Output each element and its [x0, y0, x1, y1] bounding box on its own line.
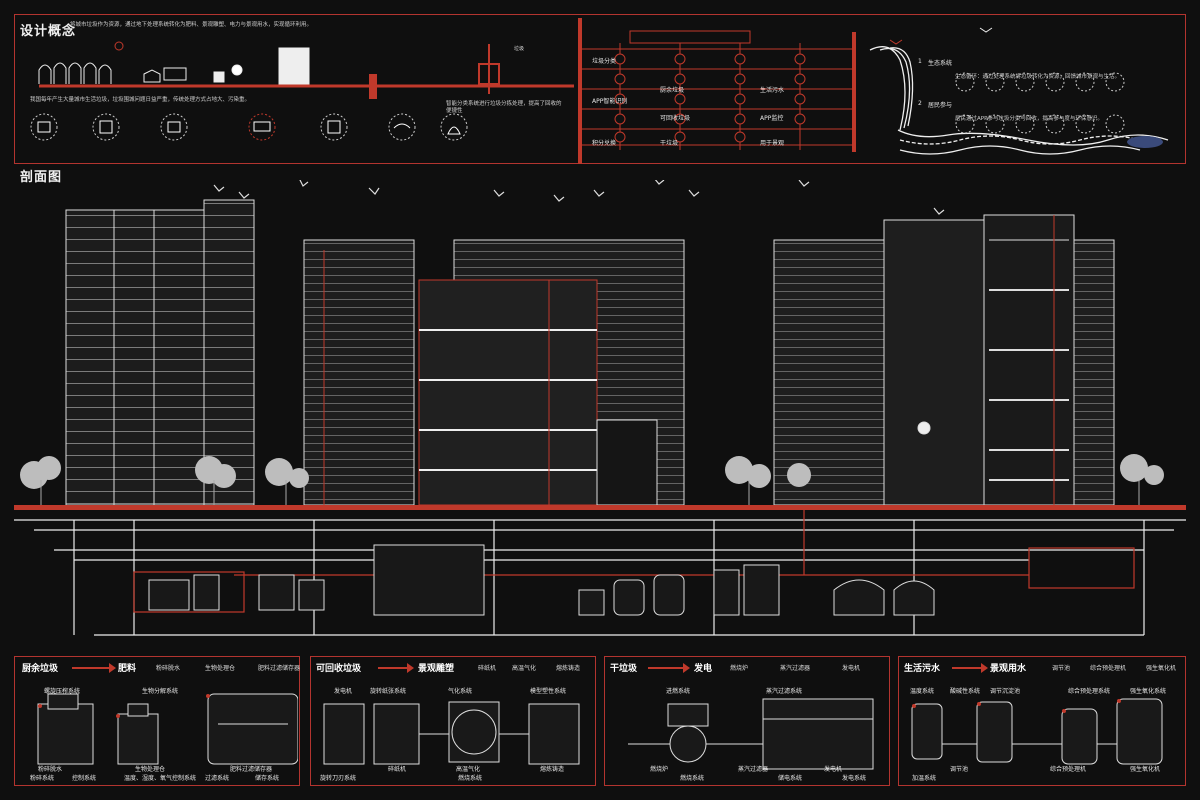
- process-3-step-2: 蒸汽过滤器: [780, 665, 811, 672]
- section-drawing: [14, 180, 1186, 636]
- process-1-arrow: [72, 663, 116, 673]
- process-3-arrow: [648, 663, 690, 673]
- process-3-label-8: 发电系统: [842, 775, 867, 782]
- process-4-label-6: 调节池: [950, 766, 969, 773]
- right-item-2-text: 居民通过APP参与垃圾分类与回收，提高参与度与环保意识。: [955, 116, 1103, 122]
- process-1-label-6: 生物处理仓: [135, 766, 166, 773]
- process-3-label-7: 储电系统: [778, 775, 803, 782]
- process-3-machines: [628, 698, 874, 770]
- process-2-arrow: [378, 663, 414, 673]
- process-1-label-2: 生物分解系统: [142, 688, 179, 695]
- process-4-step-3: 强生氧化机: [1146, 665, 1177, 672]
- process-1-to: 肥料: [118, 664, 137, 674]
- process-3-step-1: 燃烧炉: [730, 665, 749, 672]
- concept-intro-text: 将城市垃圾作为资源，通过地下处理系统转化为肥料、景观雕塑、电力与景观用水，实现循…: [70, 22, 313, 28]
- process-1-label-1: 螺旋压榨系统: [44, 688, 81, 695]
- process-1-label-9: 过滤系统: [205, 775, 230, 782]
- flow-col-2-item-3: 干垃圾: [660, 140, 679, 147]
- process-1-machines: [37, 693, 298, 765]
- process-2-machines: [323, 701, 580, 765]
- process-2-label-9: 熔炼铸造: [540, 766, 565, 773]
- section-title: 剖面图: [20, 170, 63, 185]
- process-4-label-4: 综合预处理系统: [1068, 688, 1111, 695]
- process-1-label-8: 肥料过滤储存器: [230, 766, 273, 773]
- process-2-step-3: 熔炼铸造: [556, 665, 581, 672]
- process-2-step-1: 碎纸机: [478, 665, 497, 672]
- right-item-2-num: 2: [918, 100, 922, 107]
- process-2-step-2: 高温气化: [512, 665, 537, 672]
- process-1-label-3: 粉碎脱水: [38, 766, 63, 773]
- process-2-label-5: 碎纸机: [388, 766, 407, 773]
- process-4-machines: [911, 698, 1163, 765]
- concept-illustration: [30, 41, 574, 141]
- process-2-label-7: 旋转刀刃系统: [320, 775, 357, 782]
- process-4-label-2: 酸碱性系统: [950, 688, 981, 695]
- process-2-label-2: 旋转纸张系统: [370, 688, 407, 695]
- process-2-label-6: 高温气化: [456, 766, 481, 773]
- process-panel-dry: [604, 656, 890, 786]
- process-1-label-5: 控制系统: [72, 775, 97, 782]
- process-4-label-1: 温度系统: [910, 688, 935, 695]
- process-4-step-2: 综合预处理机: [1090, 665, 1127, 672]
- right-item-1-title: 生态系统: [928, 60, 953, 67]
- process-2-label-4: 模型塑性系统: [530, 688, 567, 695]
- process-3-label-1: 进燃系统: [666, 688, 691, 695]
- concept-panel: [14, 14, 1186, 164]
- concept-center-caption-1: 垃圾: [514, 46, 525, 52]
- flow-col-3-item-1: 生活污水: [760, 87, 785, 94]
- process-4-arrow: [952, 663, 988, 673]
- flow-col-3-item-2: APP监控: [760, 115, 784, 122]
- process-1-step-1: 粉碎脱水: [156, 665, 181, 672]
- process-1-label-10: 储存系统: [255, 775, 280, 782]
- flow-col-2-item-1: 厨余垃圾: [660, 87, 685, 94]
- process-4-label-7: 综合预处理机: [1050, 766, 1087, 773]
- right-item-1-text: 生态循环：通过处理系统将垃圾转化为资源，回馈城市景观与生活。: [955, 74, 1121, 80]
- process-4-to: 景观用水: [990, 664, 1027, 674]
- process-3-label-5: 发电机: [824, 766, 843, 773]
- concept-flow-network: [580, 30, 855, 150]
- river-illustration: [869, 27, 1169, 155]
- process-3-from: 干垃圾: [610, 664, 638, 674]
- process-4-label-5: 强生氧化系统: [1130, 688, 1167, 695]
- process-3-label-2: 蒸汽过滤系统: [766, 688, 803, 695]
- process-2-label-1: 发电机: [334, 688, 353, 695]
- process-1-from: 厨余垃圾: [22, 664, 59, 674]
- concept-vertical-pipe: [578, 18, 582, 164]
- process-1-label-7: 温度、湿度、氧气控制系统: [124, 775, 197, 782]
- process-3-label-3: 燃烧炉: [650, 766, 669, 773]
- process-4-step-1: 调节池: [1052, 665, 1071, 672]
- process-4-label-8: 强生氧化机: [1130, 766, 1161, 773]
- process-panel-recycle: [310, 656, 596, 786]
- process-3-to: 发电: [694, 664, 713, 674]
- concept-left-caption: 我国每年产生大量城市生活垃圾，垃圾围城问题日益严重，传统处理方式占地大、污染重。: [30, 97, 251, 103]
- process-1-label-4: 粉碎系统: [30, 775, 55, 782]
- concept-center-caption-2: 智能分类系统进行垃圾分拣处理，提高了回收的便捷性: [446, 101, 562, 114]
- process-3-label-4: 蒸汽过滤器: [738, 766, 769, 773]
- flow-col-2-item-2: 可回收垃圾: [660, 115, 691, 122]
- process-3-step-3: 发电机: [842, 665, 861, 672]
- process-3-label-6: 燃烧系统: [680, 775, 705, 782]
- flow-col-3-item-3: 用于景观: [760, 140, 785, 147]
- process-1-step-2: 生物处理仓: [205, 665, 236, 672]
- process-2-to: 景观雕塑: [418, 664, 455, 674]
- process-panel-sewage: [898, 656, 1186, 786]
- process-2-label-3: 气化系统: [448, 688, 473, 695]
- right-item-2-title: 居民参与: [928, 102, 953, 109]
- process-1-step-3: 肥料过滤储存器: [258, 665, 301, 672]
- process-panel-food: [14, 656, 300, 786]
- flow-col-1-item-1: 垃圾分类: [592, 58, 617, 65]
- process-2-label-8: 燃烧系统: [458, 775, 483, 782]
- right-item-1-num: 1: [918, 58, 922, 65]
- flow-col-1-item-3: 积分兑换: [592, 140, 617, 147]
- concept-title: 设计概念: [20, 24, 77, 39]
- process-4-label-9: 加温系统: [912, 775, 937, 782]
- flow-col-1-item-2: APP智能识别: [592, 98, 628, 105]
- concept-vertical-pipe-right: [852, 32, 856, 152]
- process-4-label-3: 调节沉淀池: [990, 688, 1021, 695]
- process-2-from: 可回收垃圾: [316, 664, 362, 674]
- process-4-from: 生活污水: [904, 664, 941, 674]
